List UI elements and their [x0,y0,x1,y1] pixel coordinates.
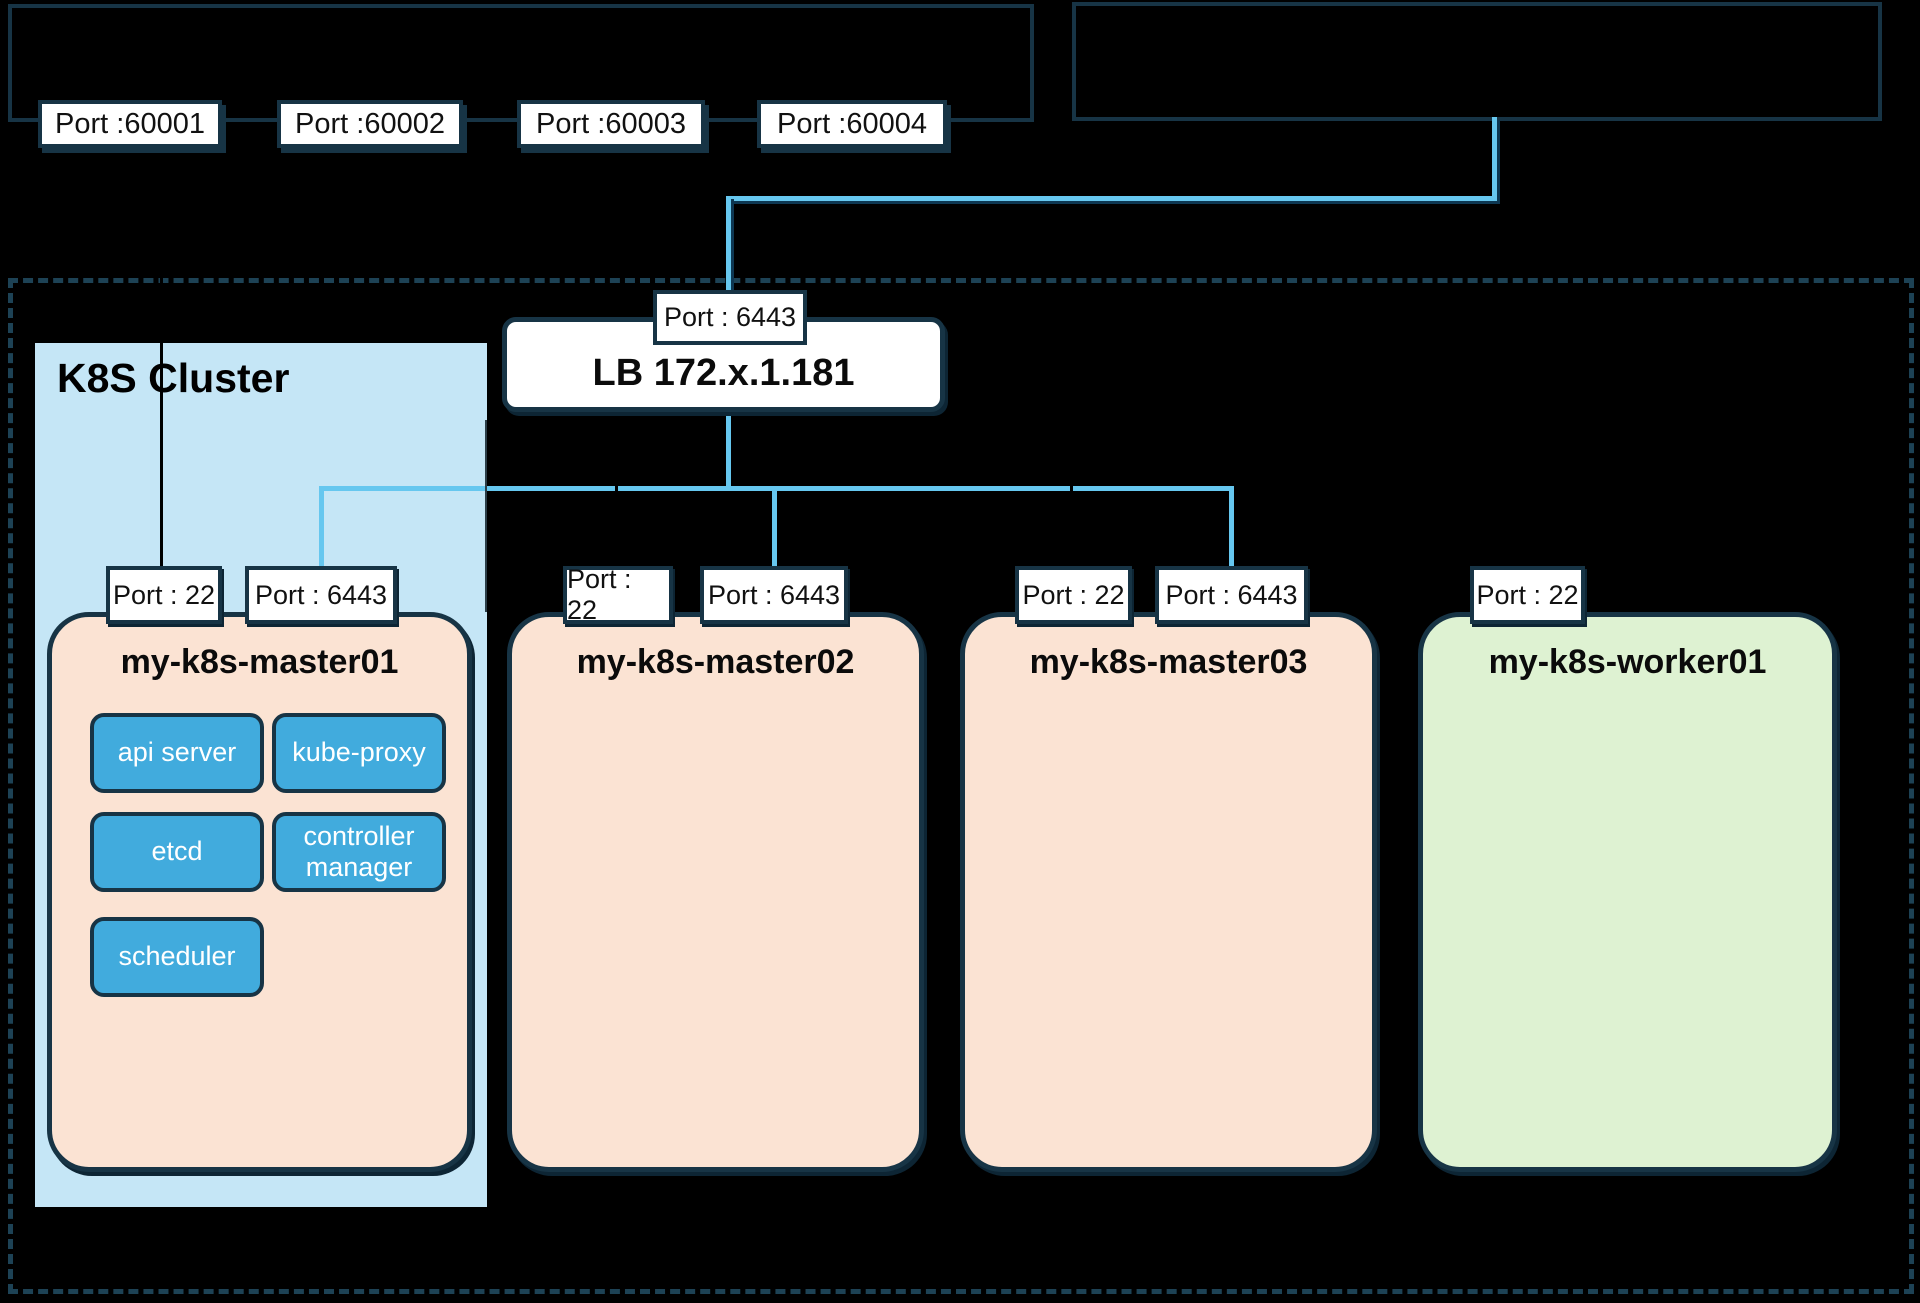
master01-port-6443-label: Port : 6443 [245,566,397,624]
node-worker01-title: my-k8s-worker01 [1488,643,1767,681]
master02-port-22-label: Port : 22 [563,564,673,625]
component-kube-proxy: kube-proxy [272,713,446,793]
node-worker01: my-k8s-worker01 [1418,612,1837,1172]
connector-ssh-stub-60003 [608,148,611,160]
node-master03-title: my-k8s-master03 [1029,643,1308,681]
lb-port-6443-text: Port : 6443 [663,302,797,332]
component-controller-manager: controller manager [272,812,446,892]
master02-port-6443-text: Port : 6443 [707,579,841,610]
component-kube-proxy-text: kube-proxy [292,737,426,768]
connector-ssh-master02 [615,478,618,568]
connector-ssh-master01 [160,148,163,568]
connector-blue-top-horizontal [728,196,1497,201]
master02-port-6443-label: Port : 6443 [700,566,848,624]
node-master02: my-k8s-master02 [507,612,924,1172]
node-master03: my-k8s-master03 [960,612,1377,1172]
worker01-port-22-text: Port : 22 [1476,579,1579,610]
dashed-boundary [8,278,1914,1294]
connector-blue-master01 [319,486,324,568]
connector-blue-to-lb-port [726,196,731,292]
master03-port-22-label: Port : 22 [1015,566,1132,624]
port-60001-text: Port :60001 [55,107,205,140]
master01-port-22-label: Port : 22 [106,566,222,624]
node-master01-title: my-k8s-master01 [120,643,399,681]
master03-port-6443-text: Port : 6443 [1165,579,1298,610]
component-api-server-text: api server [117,737,237,768]
master02-port-22-text: Port : 22 [567,564,632,625]
connector-blue-right-drop [1492,117,1497,199]
component-controller-manager-text: controller manager [303,820,415,882]
node-master01: my-k8s-master01 api server kube-proxy et… [47,612,472,1172]
k8s-cluster-label: K8S Cluster [57,355,290,401]
component-scheduler: scheduler [90,917,264,997]
master03-port-22-text: Port : 22 [1022,579,1125,610]
master01-port-6443-text: Port : 6443 [254,579,388,610]
node-master02-title: my-k8s-master02 [576,643,855,681]
external-access-box [1072,2,1882,121]
connector-blue-master02 [772,486,777,568]
load-balancer-title: LB 172.x.1.181 [592,352,855,394]
component-scheduler-text: scheduler [118,941,236,972]
connector-ssh-stub-60002 [368,148,371,160]
port-60002-text: Port :60002 [295,107,445,140]
port-label-60004: Port :60004 [757,100,947,148]
master03-port-6443-label: Port : 6443 [1155,566,1308,624]
connector-ssh-worker01 [1525,550,1528,572]
connector-blue-lb-down [726,408,731,490]
port-label-60001: Port :60001 [38,100,222,148]
worker01-port-22-label: Port : 22 [1470,566,1585,624]
connector-ssh-mid-segment [485,420,487,612]
connector-ssh-stub-60004 [850,148,853,160]
master01-port-22-text: Port : 22 [112,579,216,610]
connector-blue-master03 [1229,486,1234,568]
lb-port-6443-label: Port : 6443 [653,290,807,345]
component-api-server: api server [90,713,264,793]
port-label-60003: Port :60003 [517,100,705,148]
connector-ssh-master03 [1070,478,1073,568]
component-etcd: etcd [90,812,264,892]
port-60003-text: Port :60003 [536,107,686,140]
component-etcd-text: etcd [151,836,203,867]
port-60004-text: Port :60004 [777,107,927,140]
port-label-60002: Port :60002 [277,100,463,148]
